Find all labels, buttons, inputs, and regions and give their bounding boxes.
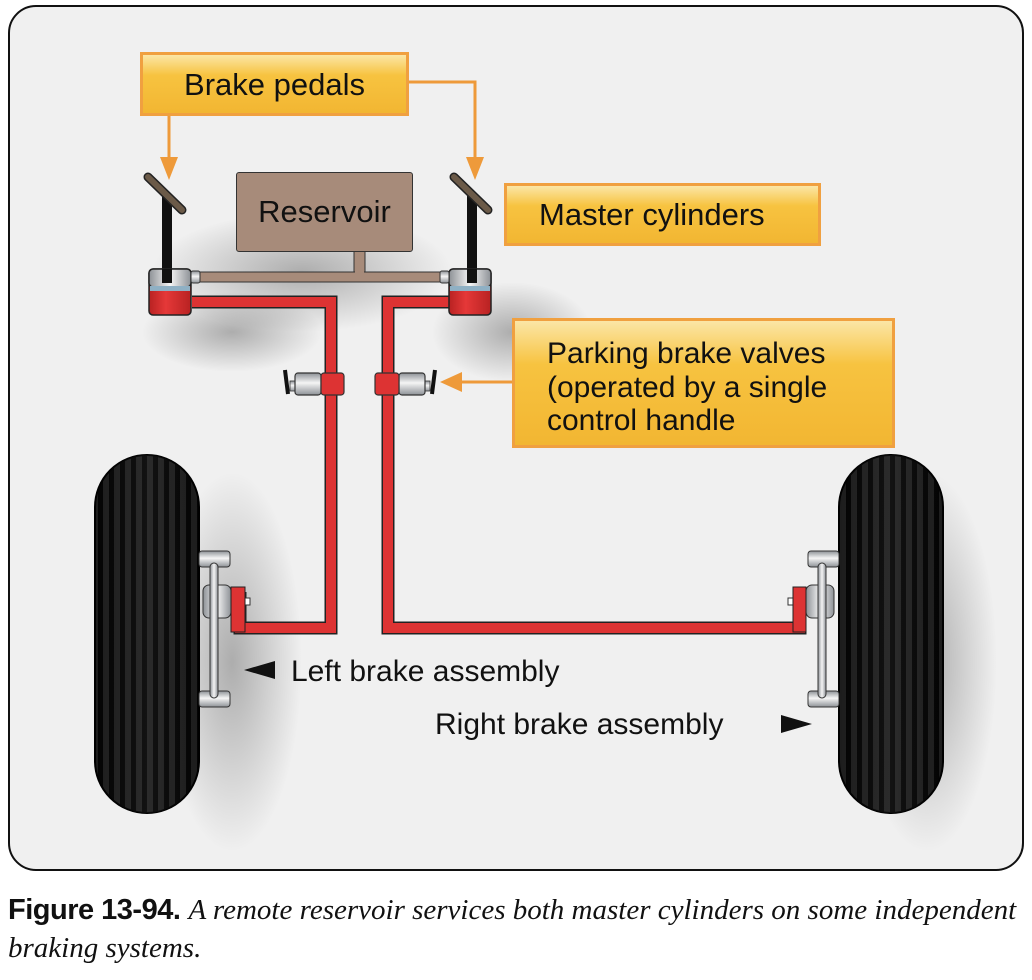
callout-master-cylinders: Master cylinders	[504, 183, 821, 246]
left-wheel	[94, 454, 200, 814]
reservoir-label: Reservoir	[258, 194, 391, 229]
callout-parking-line-2: (operated by a single	[547, 370, 828, 404]
arrow-left-pedal-icon	[160, 157, 178, 180]
callout-brake-pedals-text: Brake pedals	[184, 66, 365, 102]
arrow-parking-valve-icon	[440, 372, 462, 392]
left-master-cylinder	[148, 268, 201, 316]
left-brake-pointer-icon	[244, 661, 275, 679]
reservoir: Reservoir	[236, 172, 413, 252]
right-parking-brake-valve[interactable]	[374, 369, 437, 396]
label-left-brake-assembly: Left brake assembly	[291, 655, 560, 688]
left-brake-pedal[interactable]	[143, 172, 187, 273]
callout-master-cylinders-text: Master cylinders	[539, 197, 765, 232]
parking-valve-arrow	[440, 372, 512, 392]
caption-figure-number: Figure 13-94.	[8, 894, 181, 926]
callout-parking-brake-valves: Parking brake valves (operated by a sing…	[512, 318, 895, 448]
callout-parking-line-1: Parking brake valves	[547, 337, 826, 370]
label-right-brake-assembly: Right brake assembly	[435, 708, 724, 741]
right-wheel	[838, 454, 944, 814]
left-bleeder-fitting	[244, 597, 251, 606]
caption-text: A remote reservoir services both master …	[8, 894, 1017, 964]
callout-parking-line-3: control handle	[547, 404, 736, 438]
brake-system-diagram	[94, 80, 997, 852]
diagram-frame: Brake pedals Reservoir Master cylinders …	[8, 5, 1024, 871]
callout-brake-pedals: Brake pedals	[140, 52, 409, 116]
left-parking-brake-valve[interactable]	[283, 369, 345, 396]
right-brake-pointer-icon	[781, 715, 812, 733]
right-bleeder-fitting	[787, 597, 794, 606]
figure-caption: Figure 13-94. A remote reservoir service…	[8, 892, 1028, 967]
right-brake-assembly	[792, 550, 840, 708]
right-brake-pedal[interactable]	[449, 172, 493, 273]
brake-pedal-arrows	[160, 80, 484, 180]
right-master-cylinder	[439, 268, 492, 316]
arrow-right-pedal-icon	[466, 157, 484, 180]
left-brake-assembly	[198, 550, 246, 708]
